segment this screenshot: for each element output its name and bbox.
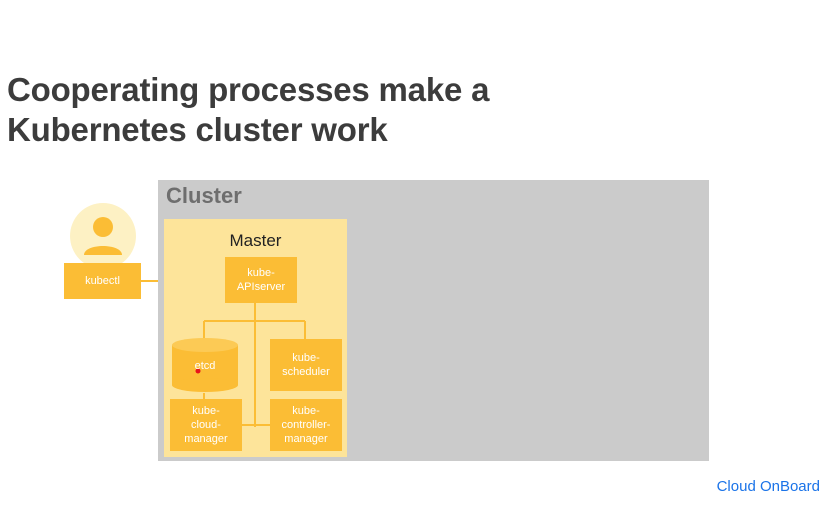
slide-title-line-1: Cooperating processes make a (7, 71, 490, 108)
slide-title-line-2: Kubernetes cluster work (7, 111, 388, 148)
kube-controller-manager-box: kube- controller- manager (270, 399, 342, 451)
kube-apiserver-box: kube- APIserver (225, 257, 297, 303)
user-avatar (70, 203, 136, 269)
master-node: Master kube- APIserver etcd kube (164, 219, 347, 457)
brand-logo-text: Cloud OnBoard (716, 478, 820, 495)
database-icon (172, 338, 238, 392)
kube-scheduler-box: kube- scheduler (270, 339, 342, 391)
slide-title: Cooperating processes make a Kubernetes … (7, 70, 607, 150)
kubectl-box: kubectl (64, 263, 141, 299)
user-icon (84, 217, 122, 255)
master-connectors (203, 303, 306, 427)
master-label: Master (229, 231, 282, 250)
etcd-database: etcd (171, 337, 239, 393)
cluster-label: Cluster (166, 183, 242, 208)
cluster-container: Cluster Master kube- APIserver etc (158, 180, 709, 461)
etcd-label: etcd (194, 360, 216, 372)
kube-cloud-manager-box: kube- cloud- manager (170, 399, 242, 451)
